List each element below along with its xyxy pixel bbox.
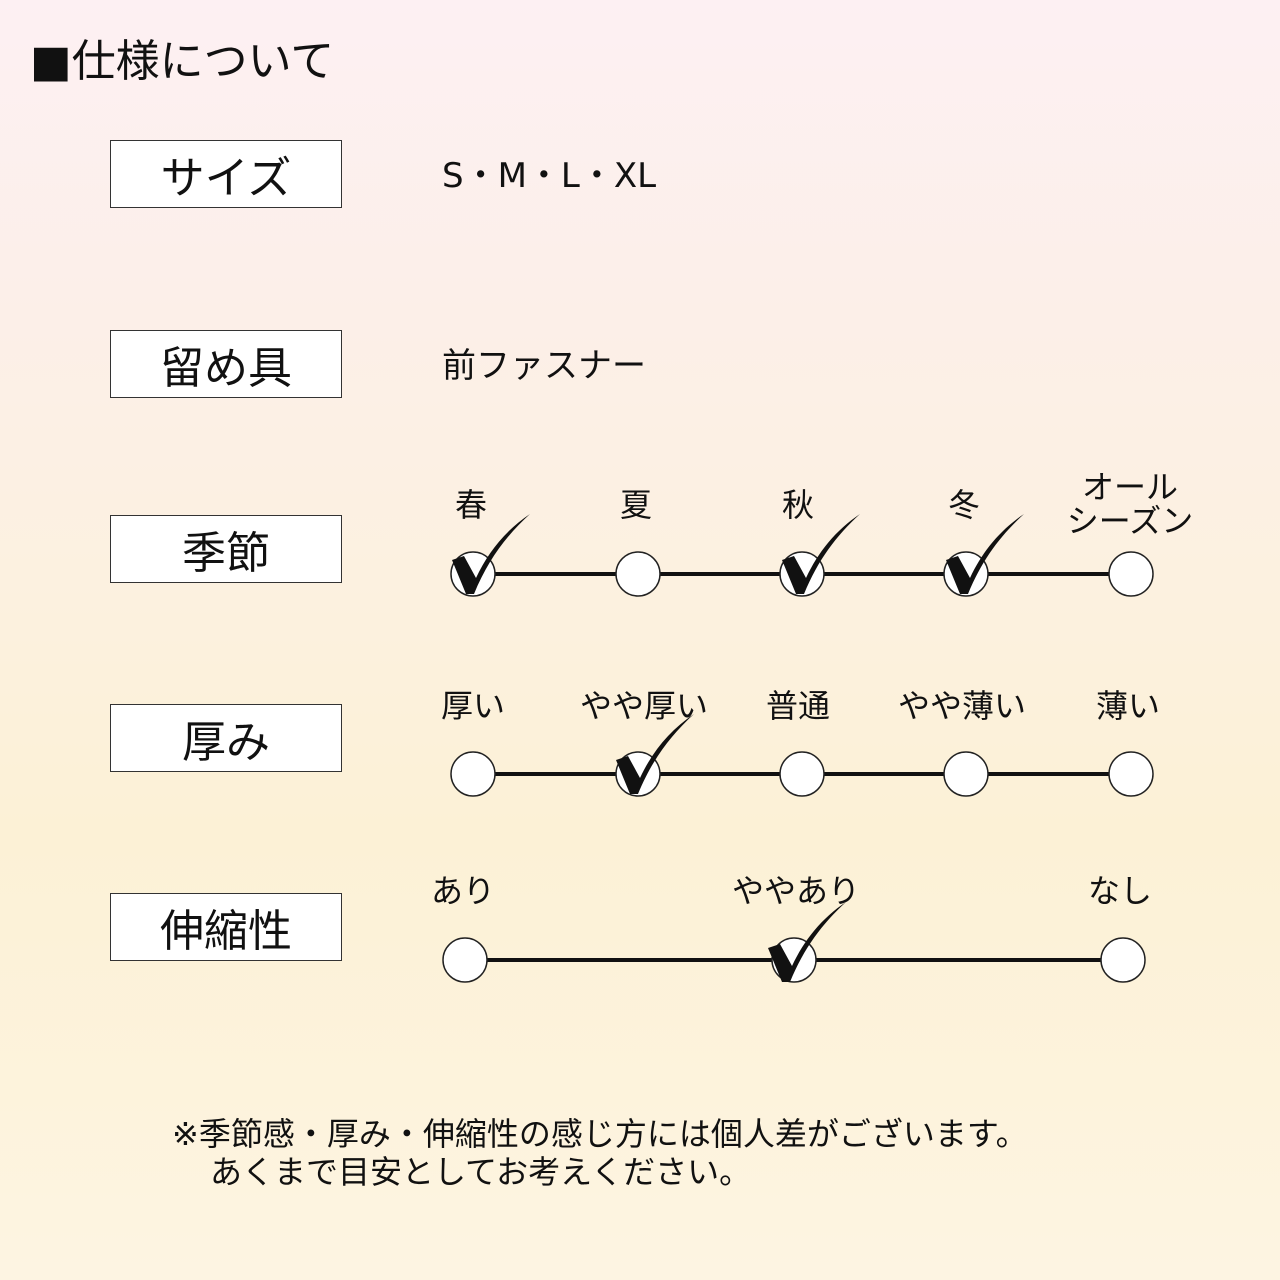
season-option-summer: 夏 (619, 486, 653, 524)
size-value: S・M・L・XL (442, 156, 657, 196)
stretch-option-somewhat: ややあり (731, 872, 861, 910)
season-circle-all-season[interactable] (1108, 551, 1154, 597)
season-circle-summer[interactable] (615, 551, 661, 597)
thickness-option-thick: 厚い (440, 687, 506, 725)
stretch-option-yes: あり (430, 872, 496, 910)
disclaimer-note: ※季節感・厚み・伸縮性の感じ方には個人差がございます。 あくまで目安としてお考え… (172, 1115, 1028, 1191)
thickness-option-normal: 普通 (765, 687, 831, 725)
thickness-label: 厚み (110, 704, 342, 772)
stretch-circle-yes[interactable] (442, 937, 488, 983)
thickness-circle-thick[interactable] (450, 751, 496, 797)
season-option-all-season: オール シーズン (1066, 468, 1194, 540)
stretch-circle-no[interactable] (1100, 937, 1146, 983)
season-option-autumn: 秋 (781, 486, 815, 524)
season-option-spring: 春 (454, 486, 488, 524)
thickness-option-slightly-thin: やや薄い (897, 687, 1027, 725)
thickness-circle-thin[interactable] (1108, 751, 1154, 797)
season-option-winter: 冬 (947, 486, 981, 524)
thickness-option-thin: 薄い (1095, 687, 1161, 725)
page-title: ■仕様について (30, 36, 335, 87)
size-label: サイズ (110, 140, 342, 208)
stretch-label: 伸縮性 (110, 893, 342, 961)
thickness-circle-normal[interactable] (779, 751, 825, 797)
season-label: 季節 (110, 515, 342, 583)
thickness-option-slightly-thick: やや厚い (579, 687, 709, 725)
stretch-option-no: なし (1087, 872, 1153, 910)
disclaimer-line-2: あくまで目安としてお考えください。 (210, 1153, 752, 1191)
fastener-value: 前ファスナー (442, 346, 646, 386)
thickness-circle-slightly-thin[interactable] (943, 751, 989, 797)
disclaimer-line-1: ※季節感・厚み・伸縮性の感じ方には個人差がございます。 (172, 1115, 1028, 1153)
fastener-label: 留め具 (110, 330, 342, 398)
